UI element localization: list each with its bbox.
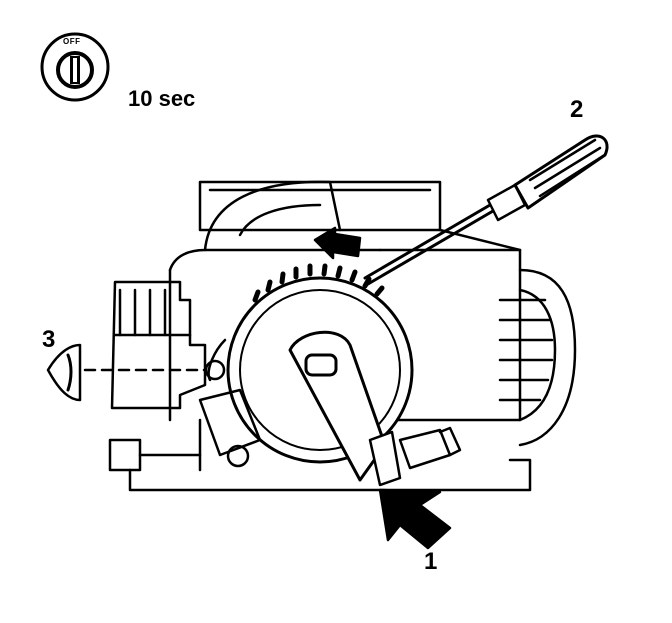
switch-position-text: OFF <box>63 37 81 46</box>
ignition-key-off-icon <box>40 32 110 102</box>
callout-3: 3 <box>42 326 56 353</box>
callout-2: 2 <box>570 96 584 123</box>
callout-1: 1 <box>424 548 438 575</box>
throttle-position-sensor-connector <box>110 280 207 410</box>
eye-view-icon <box>46 343 207 402</box>
duration-label: 10 sec <box>128 86 196 111</box>
rotation-arrow-icon <box>313 226 362 260</box>
screwdriver-icon <box>363 134 609 286</box>
throttle-lever-sector <box>198 263 414 487</box>
push-arrow-icon <box>378 488 452 550</box>
